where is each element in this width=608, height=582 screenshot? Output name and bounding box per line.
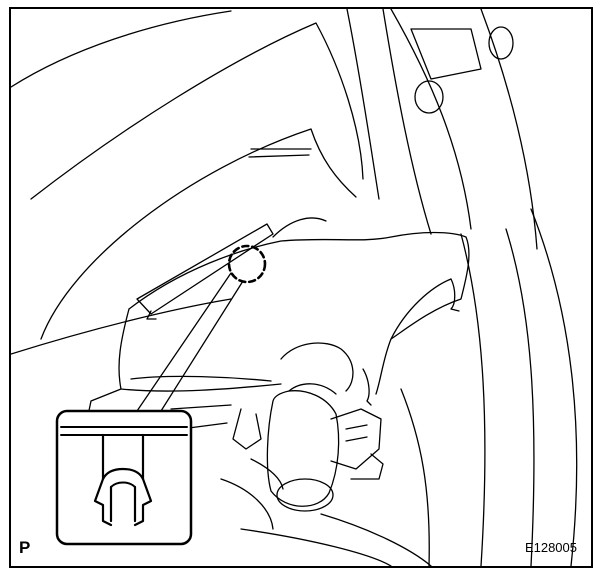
windshield-outline bbox=[11, 10, 364, 355]
combination-switch bbox=[232, 342, 384, 512]
line-drawing bbox=[11, 9, 578, 566]
a-pillar bbox=[346, 9, 538, 250]
view-label: P bbox=[19, 538, 31, 557]
detail-leader-lines bbox=[136, 272, 244, 412]
clip-detail-inset bbox=[55, 409, 193, 546]
clip-location-circle bbox=[227, 244, 267, 284]
door-panel bbox=[460, 208, 578, 566]
illustration-frame: P E128005 bbox=[9, 7, 593, 568]
lower-dash-lines bbox=[170, 388, 432, 566]
figure-code: E128005 bbox=[524, 540, 577, 555]
